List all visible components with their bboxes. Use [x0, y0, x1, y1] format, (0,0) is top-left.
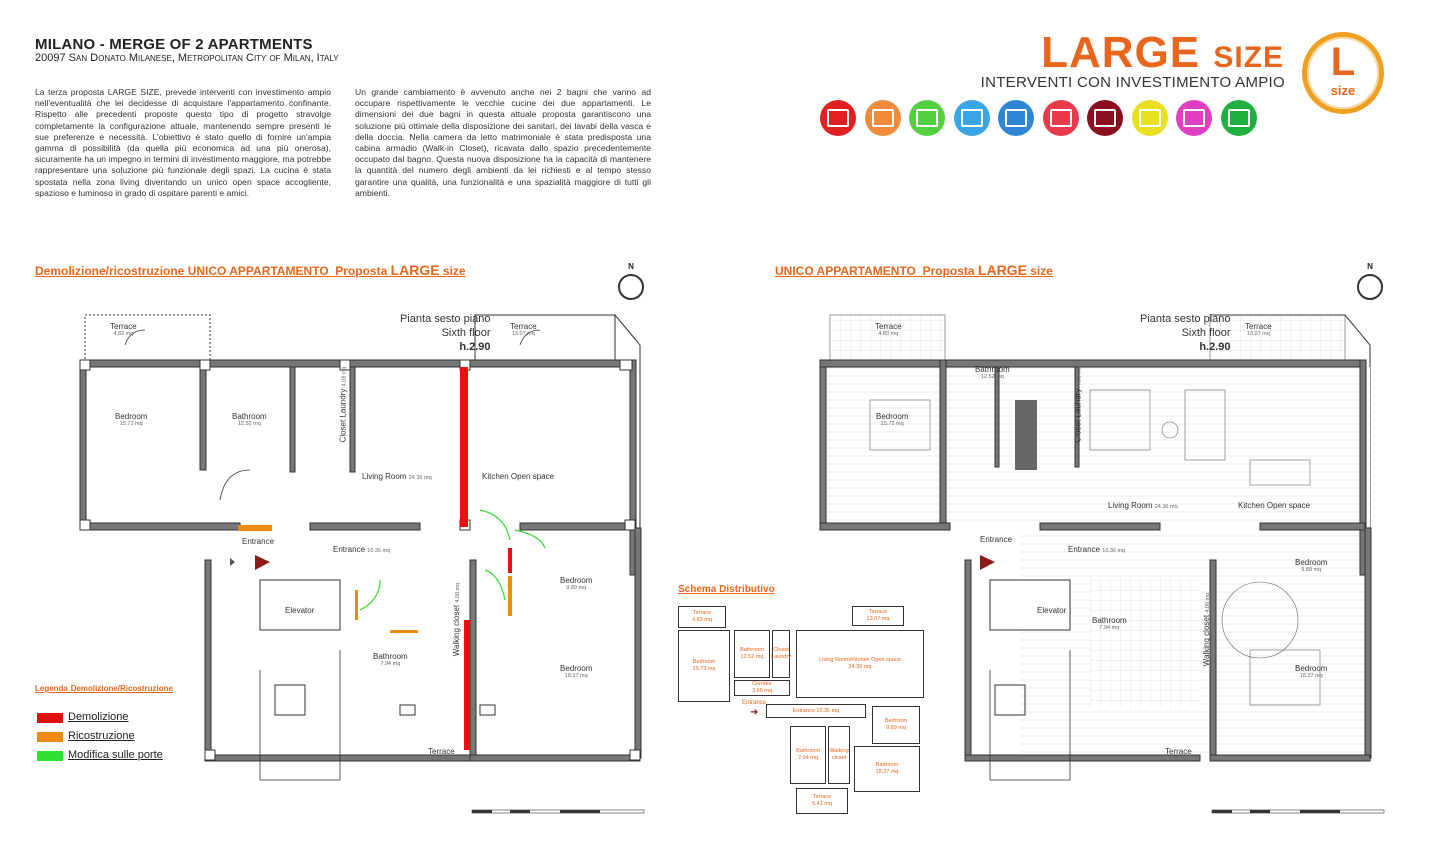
window-icon — [953, 100, 990, 136]
room-label: Closet Laundry 4.08 mq — [1073, 366, 1083, 443]
bathtub-icon — [998, 100, 1034, 136]
masonry-icon — [864, 100, 901, 136]
room-label: Kitchen Open space — [1238, 501, 1311, 510]
room-label: Living Room 24.36 mq — [362, 472, 432, 481]
size-badge: L size — [1302, 32, 1384, 114]
legend-title: Legenda Demolizione/Ricostruzione — [35, 684, 173, 693]
schema-box: Entrance 10.36 mq — [766, 704, 866, 718]
kitchen-icon — [1087, 100, 1123, 136]
room-label: Entrance — [980, 535, 1013, 544]
room-label: Entrance 10.36 mq — [1068, 545, 1126, 554]
wardrobe-icon — [1220, 100, 1257, 136]
room-label: Walking closet 4.08 mq — [452, 582, 462, 657]
schema-box: Walking closet — [828, 726, 850, 784]
intervention-icons — [820, 100, 1257, 136]
legend-item: Ricostruzione — [68, 730, 135, 742]
sofa-icon — [1042, 100, 1079, 136]
right-floor-plan — [819, 314, 1372, 781]
legend-swatch — [37, 732, 63, 742]
scale-bar — [1211, 809, 1385, 814]
scale-bar — [471, 809, 645, 814]
size-tagline: INTERVENTI CON INVESTIMENTO AMPIO — [980, 74, 1285, 91]
intro-column-1: La terza proposta LARGE SIZE, prevede in… — [35, 87, 331, 198]
north-arrow-icon: N — [618, 262, 644, 300]
north-arrow-icon: N — [1357, 262, 1383, 300]
legend-swatch — [37, 751, 63, 761]
room-label: Entrance 10.36 mq — [333, 545, 391, 554]
schema-title: Schema Distributivo — [678, 584, 775, 595]
legend-item: Demolizione — [68, 711, 129, 723]
schema-entrance-label: Entrance — [742, 700, 767, 706]
size-heading: LARGE SIZE — [1041, 28, 1284, 77]
washing-machine-icon — [1176, 100, 1212, 136]
room-label: Walking closet 4.08 mq — [1202, 592, 1212, 667]
door-icon — [909, 100, 945, 136]
right-plan-title: UNICO APPARTAMENTO_Proposta LARGE size — [775, 262, 1053, 278]
legend-swatch — [37, 713, 63, 723]
room-label: Elevator — [285, 606, 315, 615]
page-title: MILANO - MERGE OF 2 APARTMENTS — [35, 36, 313, 53]
room-label: Closet Laundry 4.08 mq — [338, 366, 348, 443]
page-subtitle: 20097 San Donato Milanese, Metropolitan … — [35, 52, 339, 64]
room-label: Living Room 24.36 mq — [1108, 501, 1178, 510]
left-floor-plan — [79, 314, 642, 781]
demolition-icon — [820, 100, 856, 136]
room-label: Entrance — [242, 537, 275, 546]
room-label: Elevator — [1037, 606, 1067, 615]
entrance-arrow-icon: ➜ — [750, 707, 759, 718]
intro-column-2: Un grande cambiamento è avvenuto anche n… — [355, 87, 651, 198]
schema-box: Closet Laundry — [771, 630, 791, 678]
room-label: Kitchen Open space — [482, 472, 555, 481]
lighting-icon — [1131, 100, 1168, 136]
left-plan-title: Demolizione/ricostruzione UNICO APPARTAM… — [35, 262, 466, 278]
legend-item: Modifica sulle porte — [68, 749, 163, 761]
